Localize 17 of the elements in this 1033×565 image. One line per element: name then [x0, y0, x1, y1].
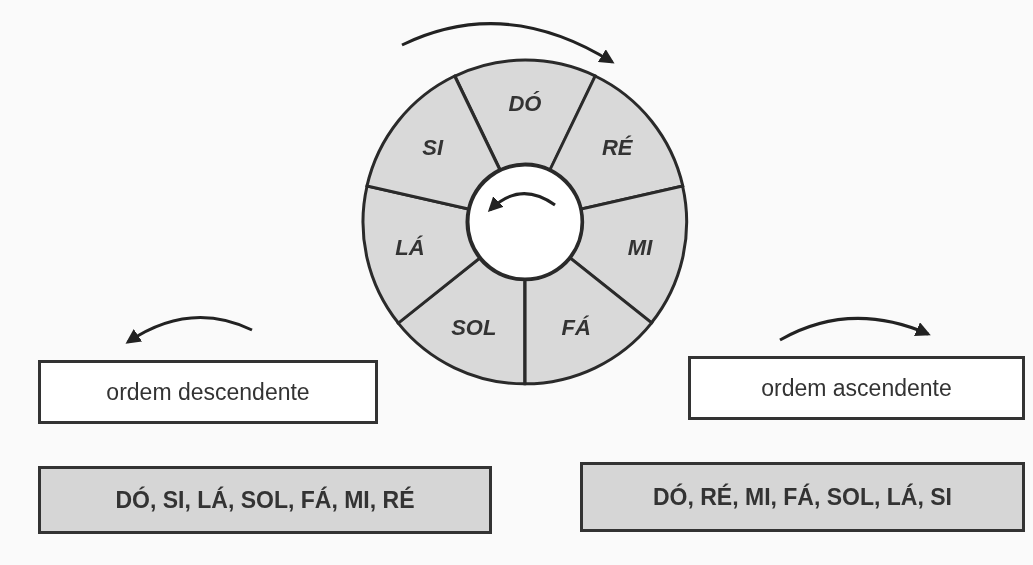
box-label: DÓ, RÉ, MI, FÁ, SOL, LÁ, SI [653, 483, 952, 511]
note-name: MI [627, 235, 653, 262]
wheel-sector [523, 256, 654, 386]
text-box [580, 462, 1025, 532]
note-name: LÁ [395, 235, 425, 262]
box-label: ordem descendente [106, 378, 310, 406]
text-box [38, 466, 492, 534]
text-box [688, 356, 1025, 420]
wheel-sector [365, 74, 502, 212]
box-label: DÓ, SI, LÁ, SOL, FÁ, MI, RÉ [115, 486, 415, 514]
note-name: SOL [451, 315, 497, 342]
note-name: FÁ [561, 315, 591, 342]
text-box [38, 360, 378, 424]
note-name: SI [422, 135, 444, 162]
note-name: DÓ [508, 91, 542, 117]
note-name: RÉ [601, 135, 633, 162]
box-label: ordem ascendente [761, 374, 952, 402]
